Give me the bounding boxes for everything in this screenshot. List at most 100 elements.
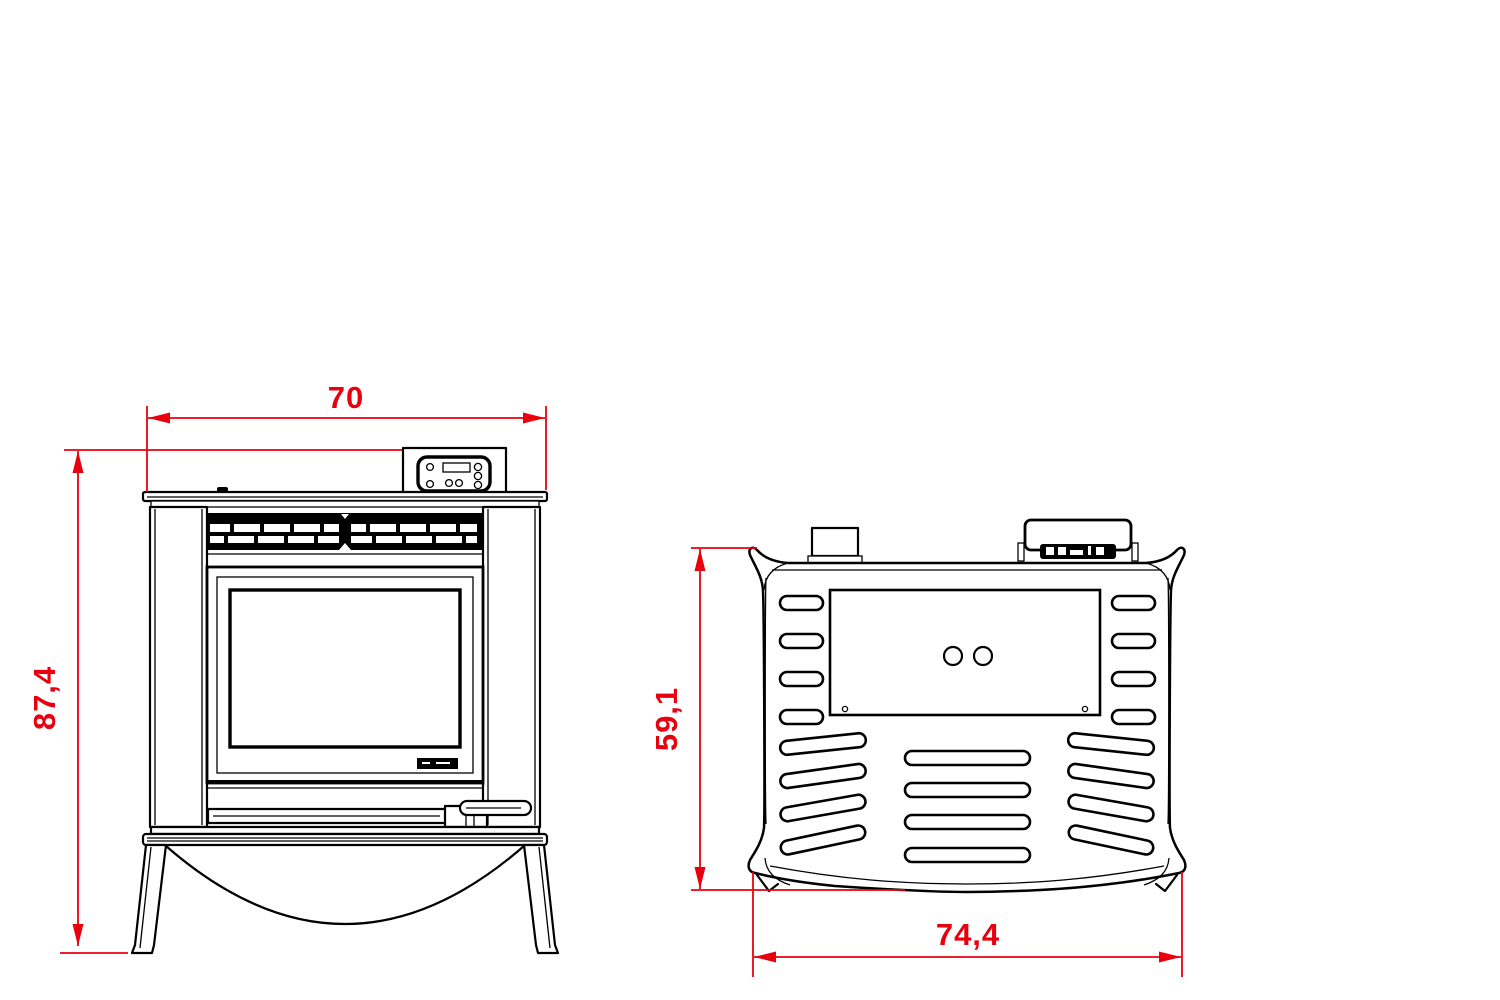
arrowhead-left-icon <box>754 951 776 963</box>
top-slab-base <box>150 500 540 508</box>
control-button <box>473 471 483 481</box>
dimension-top-depth: 59,1 <box>649 547 905 891</box>
inner-edge-right <box>1167 577 1170 825</box>
screw-hole <box>1081 705 1089 713</box>
corner-ear-crease <box>1145 562 1171 591</box>
control-button <box>425 479 435 489</box>
legs <box>130 843 560 955</box>
grille-slot <box>351 524 366 532</box>
corner-ear-crease <box>763 562 789 591</box>
arrowhead-up-icon <box>72 451 84 473</box>
vent-slot <box>903 846 1032 864</box>
control-panel-front <box>401 446 508 495</box>
panel-bracket <box>1017 542 1025 562</box>
vent-slot <box>903 781 1032 799</box>
side-vent-slots <box>778 594 1157 726</box>
grille-slot <box>294 524 320 532</box>
arrowhead-right-icon <box>1159 951 1181 963</box>
arrowhead-up-icon <box>694 549 706 571</box>
right-pillar <box>481 505 542 829</box>
badge-mark <box>436 762 450 764</box>
vent-slot <box>1110 708 1157 726</box>
grille-slot <box>466 536 477 543</box>
top-view: 59,1 74,4 <box>649 518 1187 977</box>
grille-slot <box>210 524 230 532</box>
flue-pipe <box>810 526 860 558</box>
panel-bracket <box>1131 542 1139 562</box>
grille-slot <box>264 524 290 532</box>
badge-mark <box>422 762 430 764</box>
arrowhead-left-icon <box>148 412 170 424</box>
top-slab <box>141 487 549 508</box>
arrowhead-right-icon <box>523 412 545 424</box>
base-slab <box>141 825 549 847</box>
display-screen <box>442 462 471 473</box>
grille-center-notch <box>339 543 351 550</box>
front-vent-slots <box>778 731 1156 864</box>
vent-slot <box>778 670 825 688</box>
keypad-button <box>1088 546 1091 555</box>
vent-slot <box>779 793 867 823</box>
corner-foot <box>1154 873 1179 893</box>
left-pillar-body <box>148 505 209 829</box>
door-inner-frame <box>216 576 474 774</box>
screw-hole <box>841 705 849 713</box>
front-width-value: 70 <box>328 380 364 415</box>
right-leg <box>522 843 560 955</box>
top-depth-value: 59,1 <box>649 687 684 751</box>
cover-plate <box>828 588 1102 717</box>
left-leg <box>130 843 168 955</box>
right-leg-line <box>538 846 551 949</box>
corner-ear-crease <box>1143 857 1170 886</box>
flue-outlet <box>807 526 863 564</box>
ash-drawer <box>206 799 533 829</box>
vent-slot <box>903 813 1032 831</box>
door-glass <box>228 588 462 749</box>
grille-slot <box>436 536 462 543</box>
keypad-button <box>1046 547 1054 555</box>
vent-slot <box>1110 670 1157 688</box>
control-button <box>444 478 454 488</box>
grille-slot <box>400 524 426 532</box>
top-width-value: 74,4 <box>936 917 1000 952</box>
grille-slot <box>210 536 224 543</box>
grille-slot <box>324 524 339 532</box>
arrowhead-down-icon <box>72 924 84 946</box>
vent-slot <box>1067 762 1155 790</box>
control-button <box>425 462 435 472</box>
grille-slot <box>376 536 402 543</box>
grille-slot <box>406 536 432 543</box>
cover-hole <box>972 645 994 667</box>
vent-slot <box>1110 594 1157 612</box>
corner-foot <box>755 873 780 893</box>
inspection-cover <box>828 588 1102 717</box>
grille-slot <box>288 536 314 543</box>
right-pillar-body <box>481 505 542 829</box>
control-button <box>454 478 464 488</box>
control-panel-top <box>1017 518 1139 562</box>
vent-slot <box>1067 824 1155 856</box>
fire-door <box>205 565 485 789</box>
grille-slot <box>318 536 339 543</box>
grille-center-notch <box>341 514 349 519</box>
base-slab-edge <box>141 832 549 847</box>
vent-slot <box>778 594 825 612</box>
grille-slot <box>351 536 372 543</box>
keypad-button <box>1070 550 1083 555</box>
vent-slot <box>778 731 868 757</box>
grille-slot <box>234 524 260 532</box>
vent-slot <box>1066 731 1156 757</box>
slab-knob <box>217 487 228 492</box>
grille-slot <box>258 536 284 543</box>
grille-slot <box>228 536 254 543</box>
vent-slot <box>778 632 825 650</box>
inner-edge-left <box>764 577 767 825</box>
front-view: 70 87,4 <box>27 380 560 955</box>
top-plate-inner-edge <box>755 562 1179 893</box>
left-leg-line <box>139 846 152 949</box>
arrowhead-down-icon <box>694 867 706 889</box>
inner-edge-bottom <box>769 865 1165 885</box>
dimension-front-height: 87,4 <box>27 449 402 954</box>
keypad-button <box>1058 547 1066 555</box>
vent-slot <box>778 708 825 726</box>
